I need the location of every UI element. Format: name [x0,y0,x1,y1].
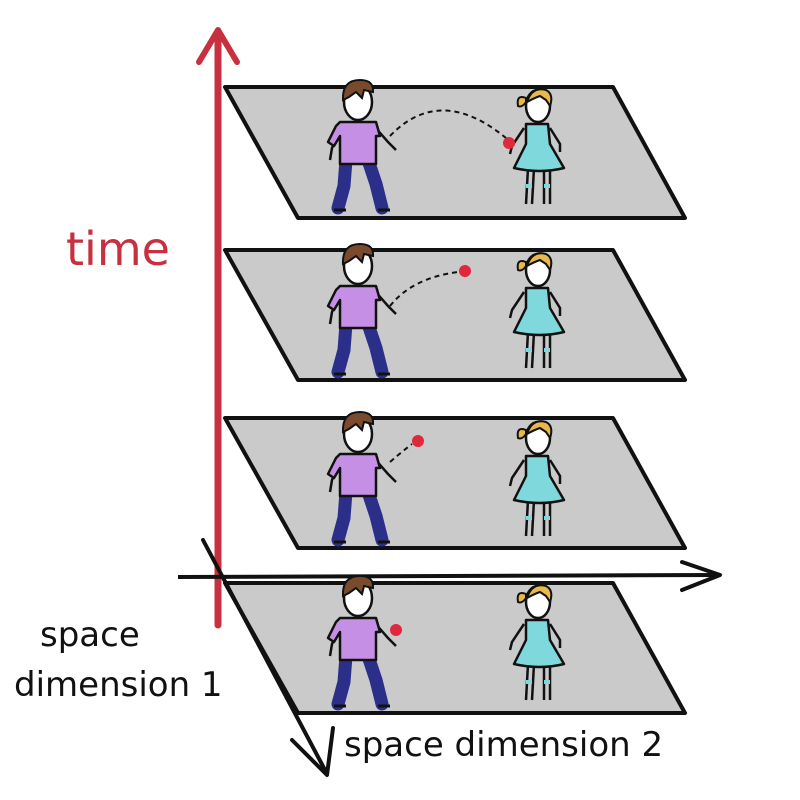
space-dimension-1-label-line1: space [40,615,140,655]
time-axis [196,27,240,629]
time-slice-1 [223,80,687,220]
time-slice-2 [223,244,687,382]
space-dimension-1-label-line2: dimension 1 [14,665,223,705]
space-dimension-1-axis [201,538,335,777]
space-dimension-2-axis [177,560,722,592]
space-dimension-2-label: space dimension 2 [344,725,664,765]
time-slice-0 [223,576,687,715]
time-slice-3 [223,412,687,550]
time-axis-label: time [66,222,170,276]
